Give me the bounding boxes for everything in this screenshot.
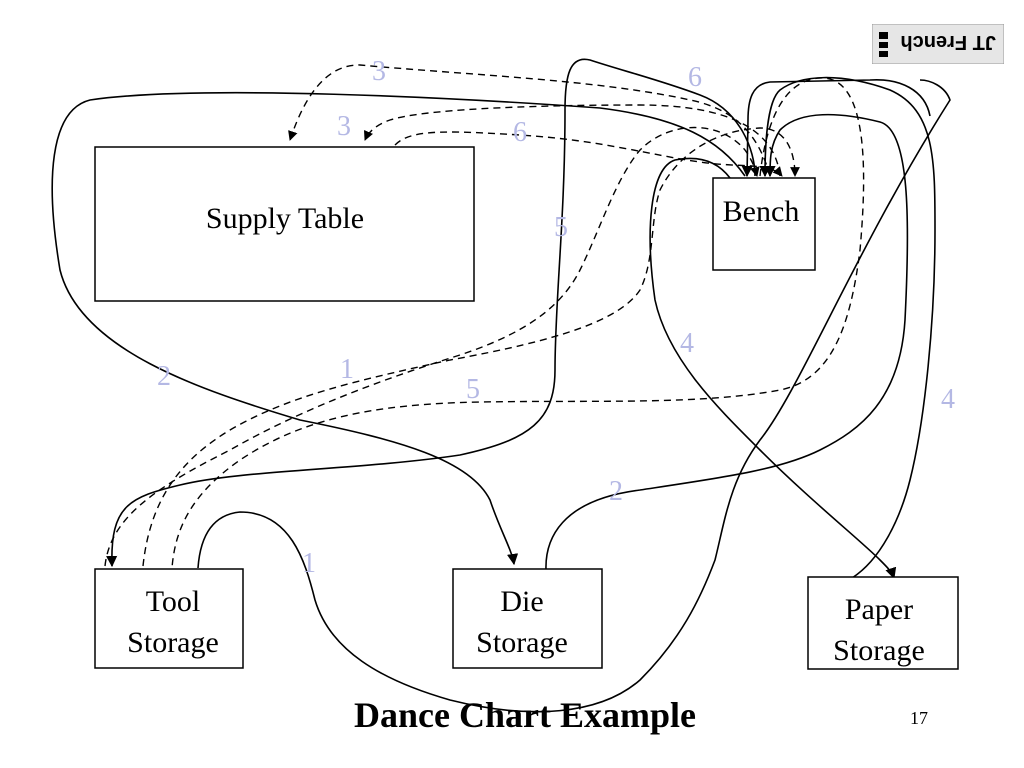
step-label-2-right: 2 (609, 476, 623, 507)
paper-storage-box (807, 576, 959, 670)
step-label-5-upper: 5 (554, 212, 568, 243)
die-storage-label-line1: Die (500, 585, 543, 618)
step-label-6-inner: 6 (513, 117, 527, 148)
jt-french-logo: JT French (872, 24, 1004, 64)
slide-title: Dance Chart Example (354, 695, 696, 735)
path-tool-to-die-loop (197, 79, 951, 713)
dashed-path-bench-to-supply-b (363, 104, 781, 177)
page-number: 17 (910, 708, 928, 728)
die-storage-label-line2: Storage (476, 626, 568, 659)
step-label-1-upper: 1 (340, 354, 354, 385)
step-label-4-center: 4 (680, 328, 694, 359)
path-top-arc-to-bench (741, 79, 931, 178)
step-label-3-top: 3 (372, 56, 386, 87)
path-bench-to-tool (106, 58, 756, 568)
step-label-1-lower: 1 (302, 548, 316, 579)
die-storage-box (452, 568, 603, 669)
dashed-path-tool-to-supply (104, 126, 760, 567)
step-label-2-left: 2 (157, 361, 171, 392)
dashed-path-bench-loop-right (171, 77, 865, 569)
path-big-loop (51, 91, 746, 566)
bench-label: Bench (723, 195, 800, 228)
tool-storage-box (94, 568, 244, 669)
step-label-3-inner: 3 (337, 111, 351, 142)
path-die-to-bench (545, 113, 909, 571)
path-paper-to-bench (759, 76, 936, 579)
dashed-path-supply-to-bench (394, 131, 783, 177)
step-label-4-right: 4 (941, 384, 955, 415)
tool-storage-label-line2: Storage (127, 626, 219, 659)
step-label-5-lower: 5 (466, 374, 480, 405)
paper-storage-label-line2: Storage (833, 634, 925, 667)
path-bench-to-paper (649, 157, 897, 580)
step-label-6-top: 6 (688, 62, 702, 93)
supply-table-box (94, 146, 475, 302)
tool-storage-label-line1: Tool (146, 585, 201, 618)
supply-table-label: Supply Table (206, 202, 364, 235)
bench-box (712, 177, 816, 271)
logo-text: JT French (900, 31, 996, 53)
dashed-path-tool-to-bench (142, 127, 800, 567)
paper-storage-label-line1: Paper (845, 593, 913, 626)
